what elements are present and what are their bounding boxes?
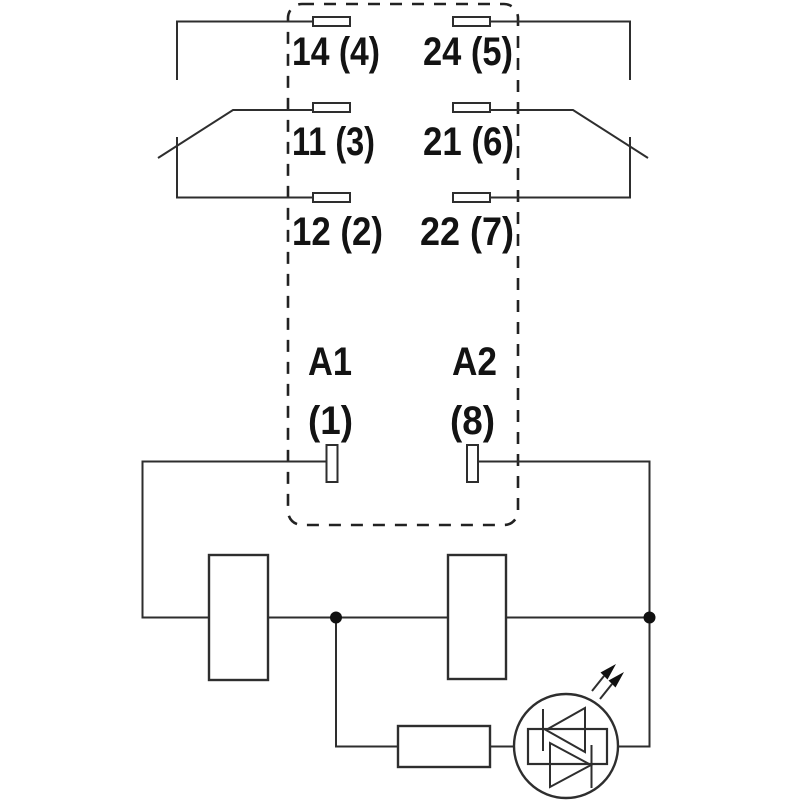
arrow-head-1 [600,664,616,680]
light-emission-arrow-1 [591,664,616,692]
wire-a1-to-left-module [141,460,327,619]
coil-label-a2: A2 [452,340,497,384]
module-block-right [446,553,508,681]
wire-no-contact-14 [176,20,313,80]
contact-terminal-22 [452,192,491,203]
arrow-shaft-2 [599,683,613,700]
junction-dot-right [643,611,656,624]
contact-label-21: 21 (6) [423,120,514,164]
led-package-rect [526,727,609,766]
coil-pin-a1 [325,444,339,483]
coil-pin-label-a1: (1) [308,399,353,443]
coil-pin-label-a2: (8) [450,399,495,443]
contact-label-14: 14 (4) [292,30,380,74]
wire-right-junction-to-led [618,617,651,748]
led-diode-left-pointing [542,706,586,754]
contact-terminal-14 [312,16,351,27]
switch-blade-common-21 [490,109,649,159]
contact-terminal-11 [312,102,351,113]
contact-label-11: 11 (3) [292,120,375,164]
contact-terminal-12 [312,192,351,203]
coil-pin-a2 [466,444,479,483]
wire-nc-contact-12 [176,137,313,199]
diode-triangle-right [549,741,594,789]
contact-label-12: 12 (2) [292,210,383,254]
module-block-left [207,553,270,682]
contact-label-24: 24 (5) [423,30,513,74]
junction-dot-left [330,611,342,624]
wire-nc-contact-22 [490,137,631,199]
arrow-head-2 [608,672,624,688]
wire-a2-to-right-junction [478,460,651,618]
coil-label-a1: A1 [308,340,352,384]
resistor [396,724,492,769]
diode-triangle-left [543,706,586,754]
led-body-circle [512,692,620,800]
arrow-shaft-1 [591,675,605,692]
relay-body-outline [286,2,520,527]
contact-terminal-24 [452,16,491,27]
wire-no-contact-24 [490,20,631,80]
light-emission-arrow-2 [599,672,624,700]
led-diode-right-pointing [549,741,594,789]
wire-left-junction-to-resistor [335,617,398,748]
contact-label-22: 22 (7) [420,210,514,254]
switch-blade-common-11 [157,109,313,159]
led-indicator [512,664,624,800]
contact-terminal-21 [452,102,491,113]
